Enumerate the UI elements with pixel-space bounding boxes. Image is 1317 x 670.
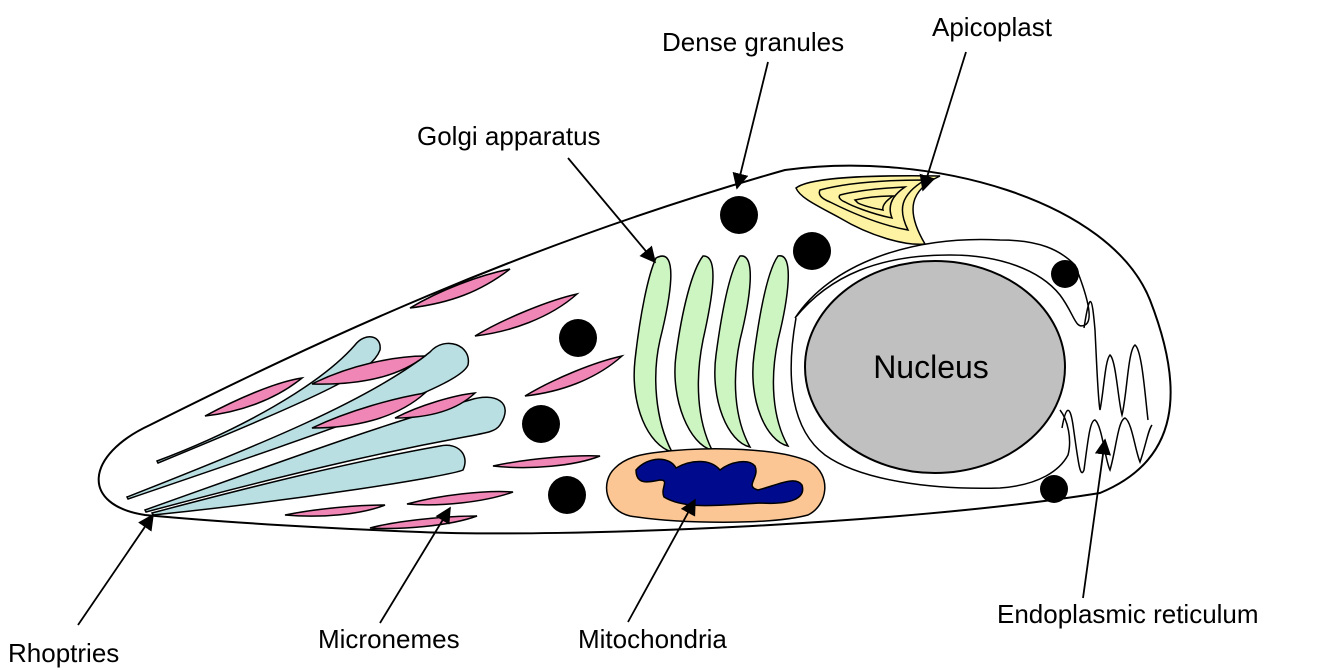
mitochondria-label: Mitochondria xyxy=(578,624,727,654)
arrow-rhoptries xyxy=(78,515,153,625)
micronemes-label: Micronemes xyxy=(318,624,460,654)
dense-granule xyxy=(720,196,758,234)
dense-granule xyxy=(522,405,560,443)
dense-granule xyxy=(559,319,597,357)
nucleus-label: Nucleus xyxy=(873,349,989,385)
endoplasmic-reticulum-label: Endoplasmic reticulum xyxy=(997,599,1259,629)
rhoptries-label: Rhoptries xyxy=(8,638,119,668)
dense-granule xyxy=(548,476,586,514)
dense-granule xyxy=(1040,475,1068,503)
dense-granule xyxy=(793,232,831,270)
dense-granules-label: Dense granules xyxy=(662,27,844,57)
arrow-dense-granules xyxy=(737,62,768,188)
apicoplast-label: Apicoplast xyxy=(932,12,1053,42)
nucleus: Nucleus xyxy=(805,261,1065,473)
golgi-apparatus-label: Golgi apparatus xyxy=(417,121,601,151)
arrow-apicoplast xyxy=(923,52,966,190)
mitochondrion xyxy=(607,449,825,522)
